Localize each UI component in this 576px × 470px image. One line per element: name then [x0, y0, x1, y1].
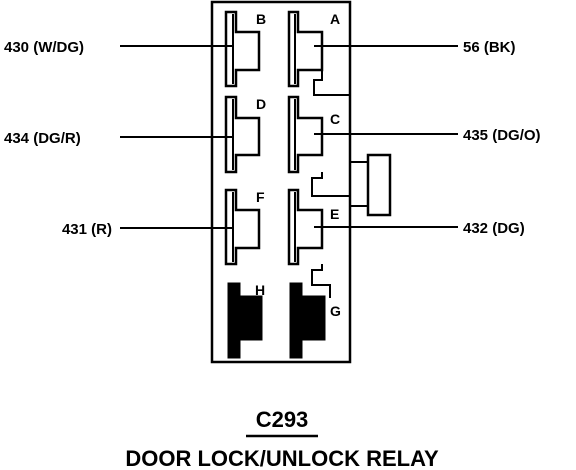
housing-rib-1	[313, 70, 350, 96]
pin-letter-g: G	[330, 303, 341, 319]
terminal-a	[287, 10, 324, 88]
housing-rib-3	[311, 264, 331, 298]
wire-label-right-mid: 435 (DG/O)	[463, 127, 541, 144]
terminal-g	[289, 282, 326, 359]
pin-letter-b: B	[256, 11, 266, 27]
wire-label-left-mid: 434 (DG/R)	[4, 130, 81, 147]
wire-label-left-top: 430 (W/DG)	[4, 39, 84, 56]
housing-rib-2	[311, 172, 350, 197]
wire-label-right-bottom: 432 (DG)	[463, 220, 525, 237]
pin-letter-h: H	[255, 282, 265, 298]
wire-label-left-bottom: 431 (R)	[62, 221, 112, 238]
connector-latch	[366, 153, 392, 217]
pin-letter-c: C	[330, 111, 340, 127]
wire-label-right-top: 56 (BK)	[463, 39, 516, 56]
terminal-b	[224, 10, 261, 88]
connector-housing	[210, 0, 352, 364]
pin-letter-f: F	[256, 189, 265, 205]
pin-letter-a: A	[330, 11, 340, 27]
pin-letter-e: E	[330, 206, 339, 222]
terminal-c	[287, 95, 324, 174]
terminal-h	[227, 282, 263, 359]
connector-latch-arms	[350, 161, 368, 207]
terminal-f	[224, 188, 261, 266]
connector-name: DOOR LOCK/UNLOCK RELAY	[125, 446, 439, 470]
terminal-d	[224, 95, 261, 174]
terminal-e	[287, 188, 324, 266]
pin-letter-d: D	[256, 96, 266, 112]
connector-id: C293	[256, 407, 309, 432]
